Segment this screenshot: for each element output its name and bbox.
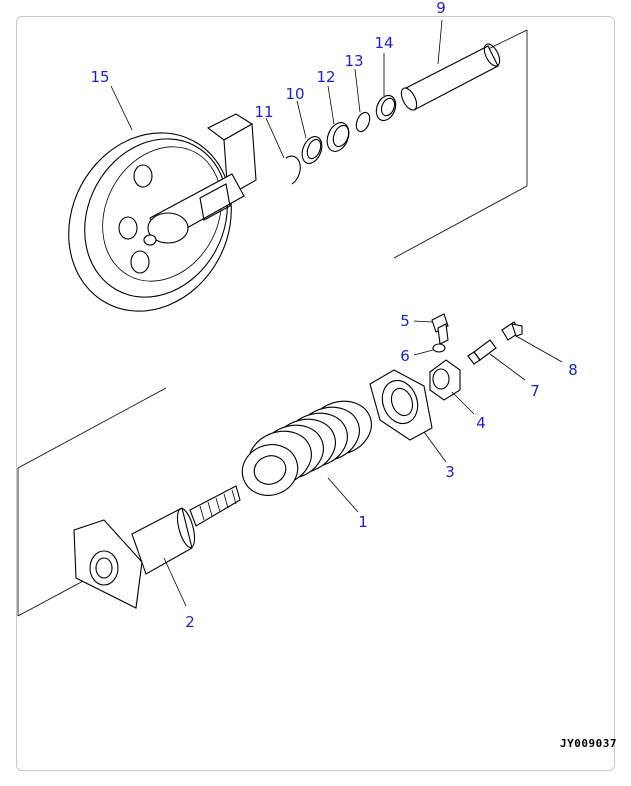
callout-13: 13 bbox=[344, 52, 363, 70]
callout-15: 15 bbox=[90, 68, 109, 86]
washer bbox=[432, 343, 446, 353]
callout-12: 12 bbox=[316, 68, 335, 86]
callout-6: 6 bbox=[400, 347, 410, 365]
snap-ring bbox=[285, 155, 301, 185]
drawing-id: JY009037 bbox=[560, 737, 617, 750]
elbow-fitting bbox=[501, 321, 523, 341]
retainer-plate bbox=[369, 369, 433, 441]
callout-14: 14 bbox=[374, 34, 393, 52]
callout-1: 1 bbox=[358, 513, 368, 531]
recoil-cylinder bbox=[73, 485, 241, 609]
callout-2: 2 bbox=[185, 613, 195, 631]
grease-fitting bbox=[467, 339, 497, 365]
nut bbox=[429, 359, 461, 401]
bushing bbox=[326, 122, 350, 152]
callout-5: 5 bbox=[400, 312, 410, 330]
callout-11: 11 bbox=[254, 103, 273, 121]
callout-labels: 9 14 13 12 10 11 15 5 6 8 7 4 3 1 2 bbox=[90, 0, 577, 631]
callout-8: 8 bbox=[568, 361, 578, 379]
callout-9: 9 bbox=[436, 0, 446, 17]
callout-7: 7 bbox=[530, 382, 540, 400]
leader-lines bbox=[110, 19, 563, 607]
idler-wheel bbox=[68, 113, 257, 312]
bolt bbox=[431, 313, 449, 345]
callout-4: 4 bbox=[476, 414, 486, 432]
o-ring bbox=[355, 111, 371, 133]
seal-ring bbox=[301, 136, 323, 164]
callout-10: 10 bbox=[285, 85, 304, 103]
shaft bbox=[400, 43, 501, 111]
callout-3: 3 bbox=[445, 463, 455, 481]
recoil-spring bbox=[241, 400, 372, 496]
collar bbox=[375, 94, 397, 122]
